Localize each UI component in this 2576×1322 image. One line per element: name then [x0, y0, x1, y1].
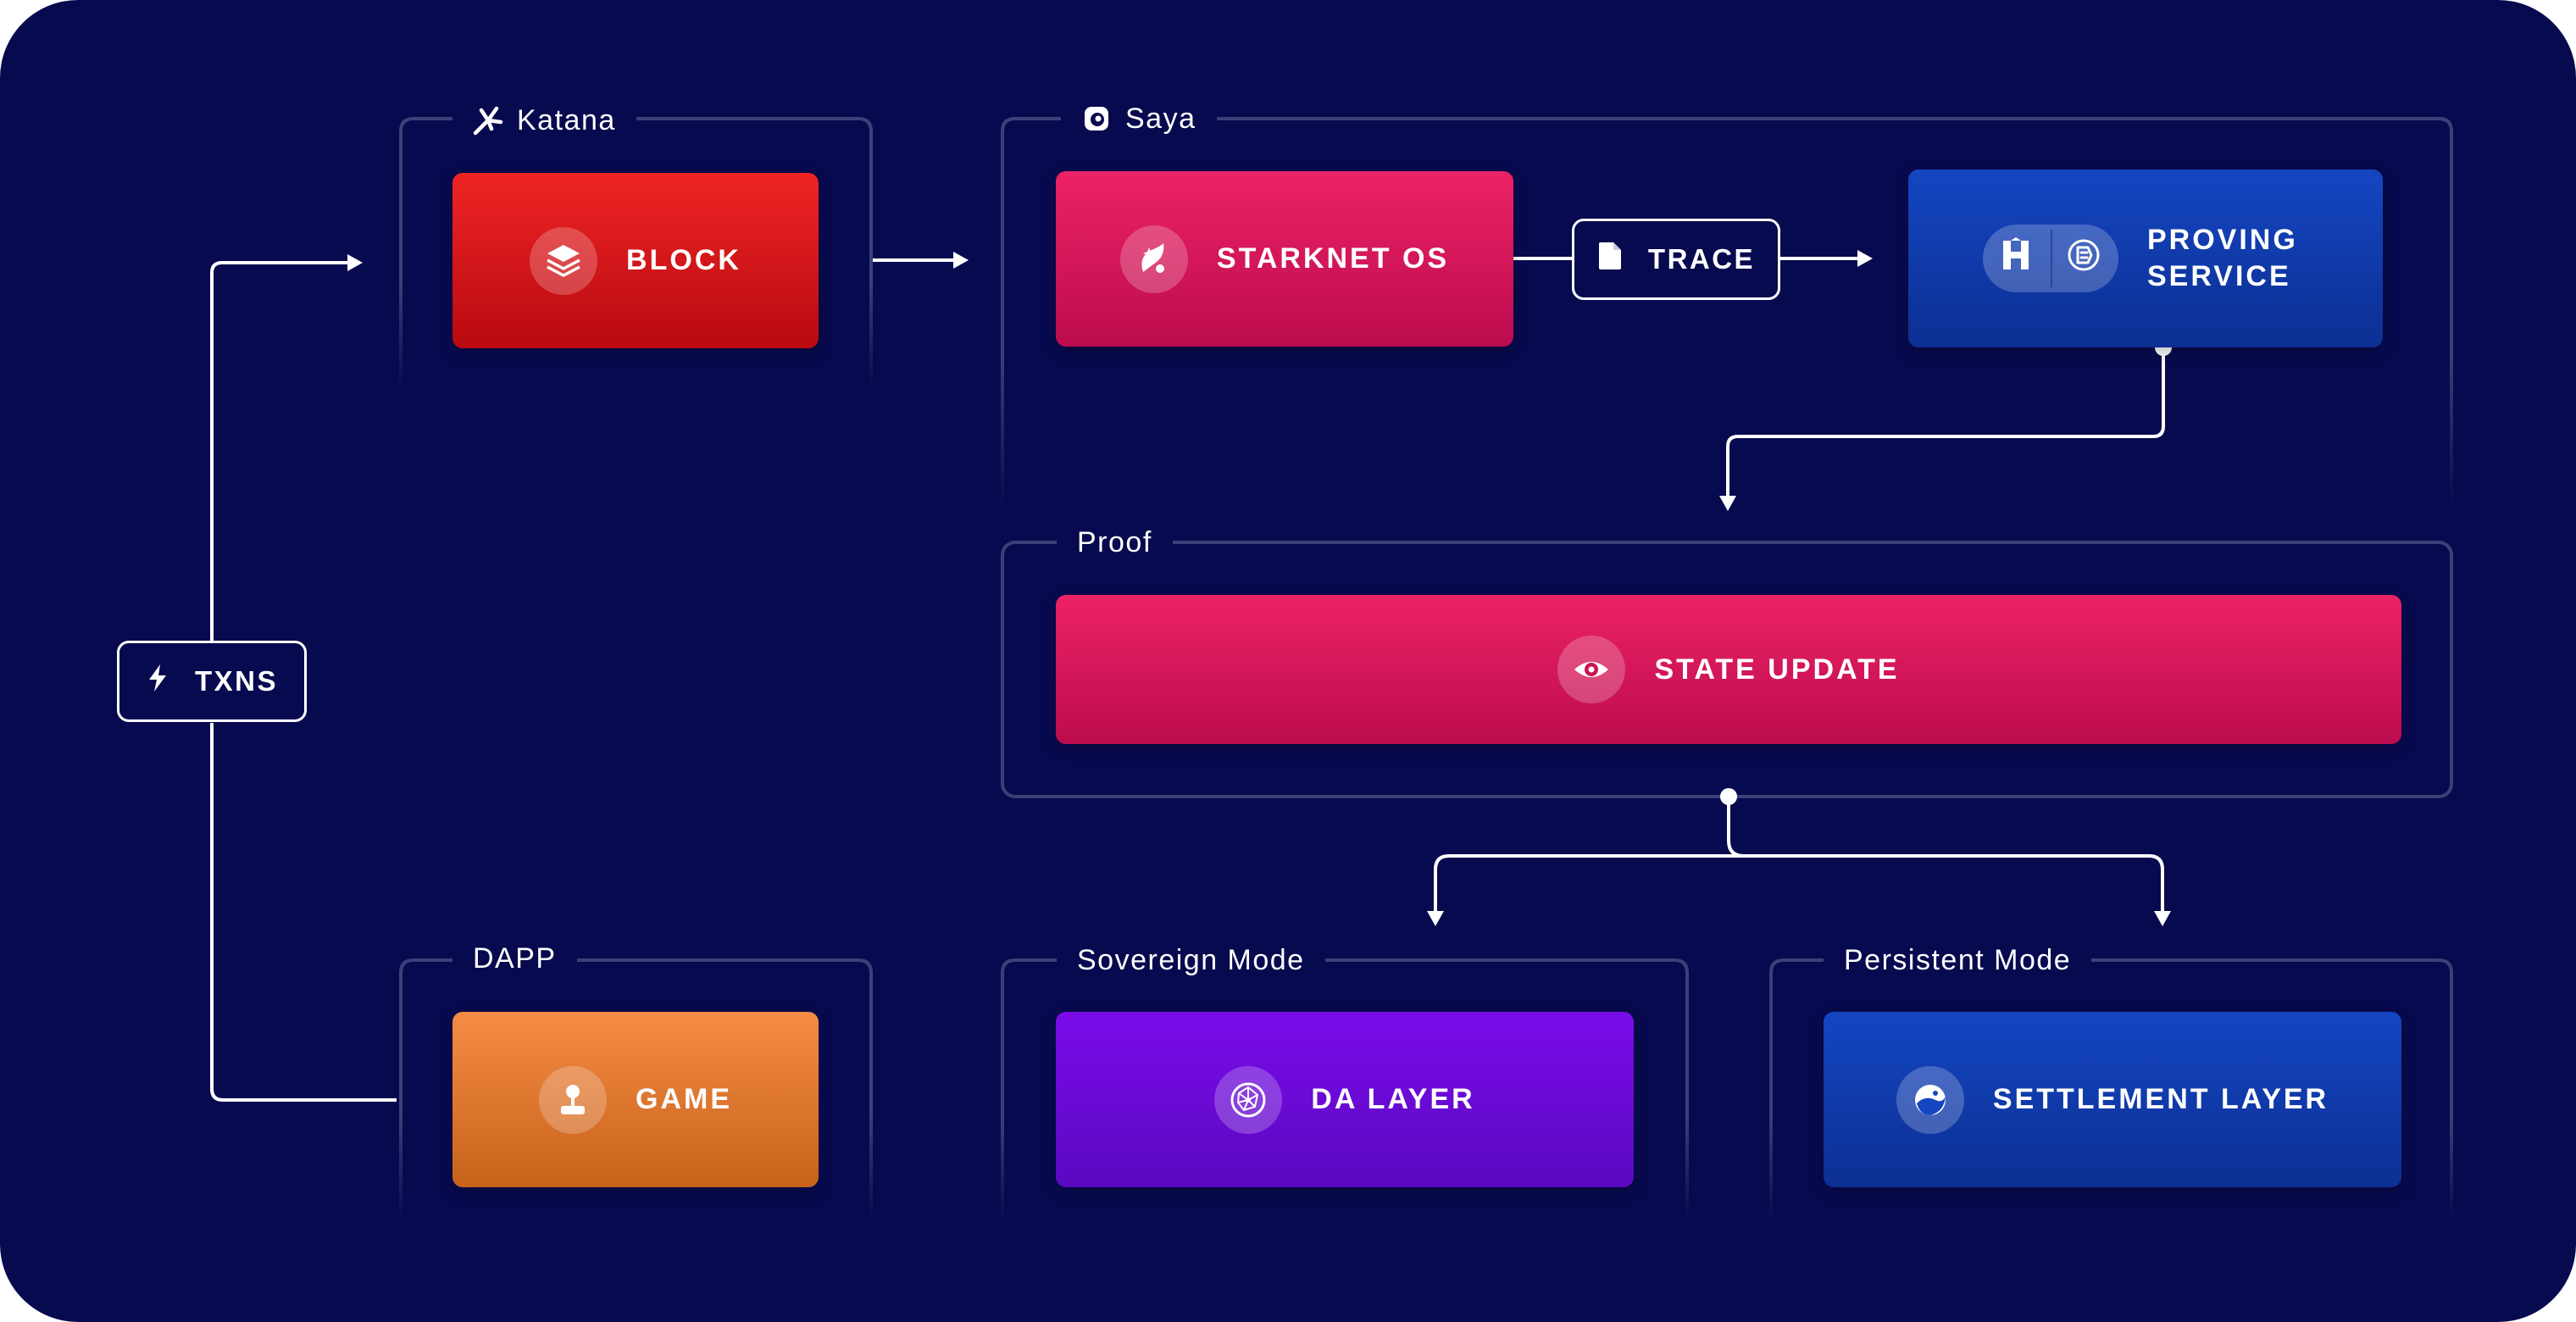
settlement-layer-label: SETTLEMENT LAYER — [1992, 1083, 2329, 1115]
da-layer-node[interactable]: DA LAYER — [1056, 1012, 1634, 1187]
persistent-group-label: Persistent Mode — [1824, 936, 2092, 984]
block-label: BLOCK — [626, 244, 741, 276]
katana-group-label: Katana — [452, 97, 636, 144]
katana-group-title: Katana — [517, 103, 616, 136]
dapp-group-label: DAPP — [452, 935, 577, 982]
game-node[interactable]: GAME — [452, 1012, 819, 1187]
txns-node[interactable]: TXNS — [117, 641, 307, 722]
dapp-group-title: DAPP — [473, 942, 557, 975]
persistent-group-title: Persistent Mode — [1844, 943, 2072, 976]
herodotus-logo-icon — [1999, 236, 2033, 282]
katana-logo-icon — [473, 105, 503, 136]
proof-group-label: Proof — [1057, 519, 1173, 566]
saya-group-border — [1001, 117, 2453, 508]
connectors — [210, 257, 2165, 1102]
state-update-node[interactable]: STATE UPDATE — [1056, 595, 2401, 744]
saya-group-label: Saya — [1061, 95, 1217, 142]
trace-node[interactable]: TRACE — [1572, 219, 1780, 300]
arrowhead-block — [347, 254, 363, 271]
dapp-group-border — [399, 958, 873, 1220]
proving-service-label: PROVING SERVICE — [2147, 224, 2298, 292]
saya-group-title: Saya — [1125, 102, 1196, 135]
globe-network-icon — [1214, 1065, 1283, 1134]
arrowhead-sovereign — [1427, 911, 1444, 926]
arrowhead-proving — [1857, 250, 1873, 267]
game-label: GAME — [636, 1083, 732, 1115]
lightning-icon — [146, 663, 169, 700]
document-icon — [1597, 241, 1623, 278]
trace-label: TRACE — [1647, 243, 1756, 275]
sovereign-group-border — [1001, 958, 1689, 1220]
prover-logo-icon — [2064, 236, 2103, 282]
starknet-os-node[interactable]: STARKNET OS — [1056, 171, 1513, 347]
joystick-icon — [539, 1065, 607, 1134]
block-node[interactable]: BLOCK — [452, 173, 819, 348]
saya-logo-icon — [1081, 103, 1112, 134]
state-update-label: STATE UPDATE — [1654, 653, 1900, 686]
settlement-layer-node[interactable]: SETTLEMENT LAYER — [1824, 1012, 2401, 1187]
eye-icon — [1557, 636, 1626, 703]
proving-to-proof-line — [1726, 347, 2165, 496]
ethereum-swirl-icon — [1896, 1065, 1964, 1134]
arrowheads — [347, 250, 2171, 926]
sovereign-group-title: Sovereign Mode — [1077, 943, 1305, 976]
proving-service-node[interactable]: PROVING SERVICE — [1908, 169, 2383, 347]
txns-label: TXNS — [194, 665, 278, 697]
proving-service-icons — [1983, 225, 2118, 292]
arrowhead-persistent — [2154, 911, 2171, 926]
sovereign-group-label: Sovereign Mode — [1057, 936, 1325, 984]
arrowhead-proof — [1719, 496, 1736, 511]
layers-icon — [530, 226, 598, 295]
starknet-logo-icon — [1119, 225, 1188, 293]
proof-to-modes-line — [1434, 797, 2164, 911]
starknet-os-label: STARKNET OS — [1216, 242, 1450, 275]
proof-output-dot — [1720, 788, 1737, 805]
arrowhead-saya — [953, 252, 969, 269]
persistent-group-border — [1769, 958, 2453, 1220]
txns-to-game-line — [210, 723, 397, 1102]
da-layer-label: DA LAYER — [1311, 1083, 1475, 1115]
proof-group-title: Proof — [1077, 525, 1152, 558]
txns-to-block-line — [210, 261, 347, 642]
